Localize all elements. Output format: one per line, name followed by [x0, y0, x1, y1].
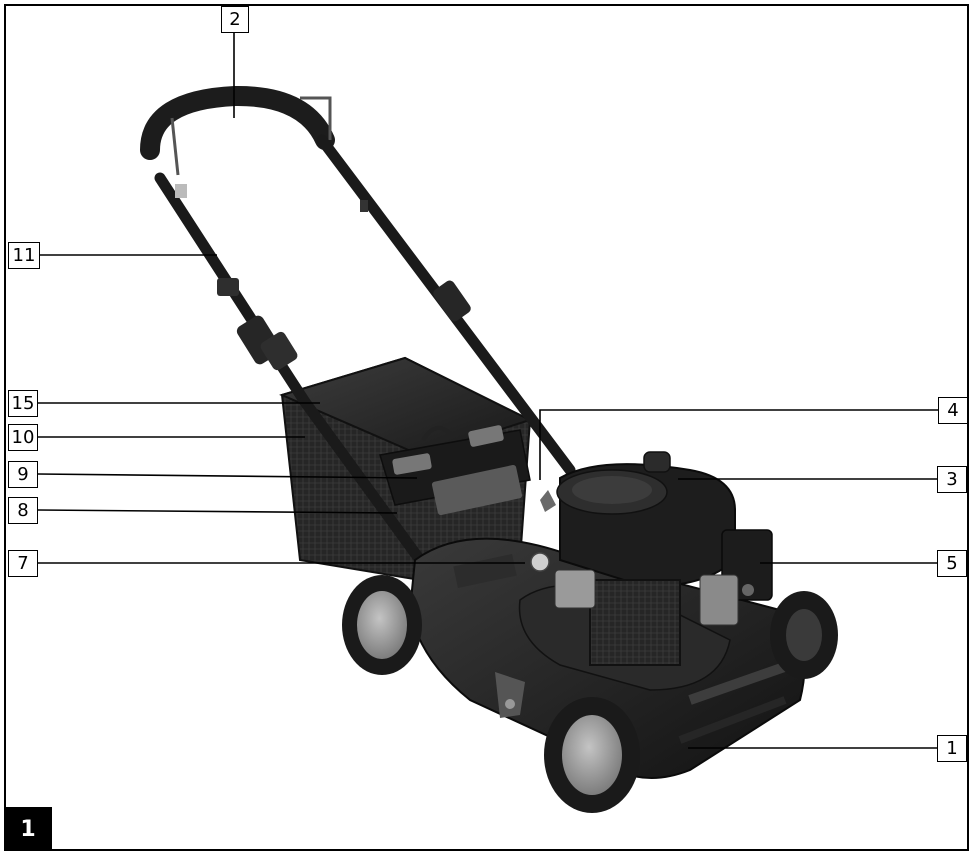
callout-7: 7 — [8, 550, 38, 577]
leader-lines — [37, 33, 938, 749]
callout-3: 3 — [937, 466, 967, 493]
callout-9: 9 — [8, 461, 38, 488]
rear-left-wheel — [342, 575, 422, 675]
callout-4: 4 — [938, 397, 968, 424]
engine — [530, 451, 773, 666]
callout-8: 8 — [8, 497, 38, 524]
grass-bag — [279, 356, 533, 582]
figure-number-badge: 1 — [4, 807, 52, 851]
callout-10: 10 — [8, 424, 38, 451]
callout-5: 5 — [937, 550, 967, 577]
callout-2: 2 — [221, 6, 249, 33]
callout-15: 15 — [8, 390, 38, 417]
front-left-wheel — [544, 697, 640, 813]
callout-11: 11 — [8, 242, 40, 269]
handle — [140, 85, 576, 566]
rear-right-wheel — [770, 591, 838, 679]
callout-1: 1 — [937, 735, 967, 762]
